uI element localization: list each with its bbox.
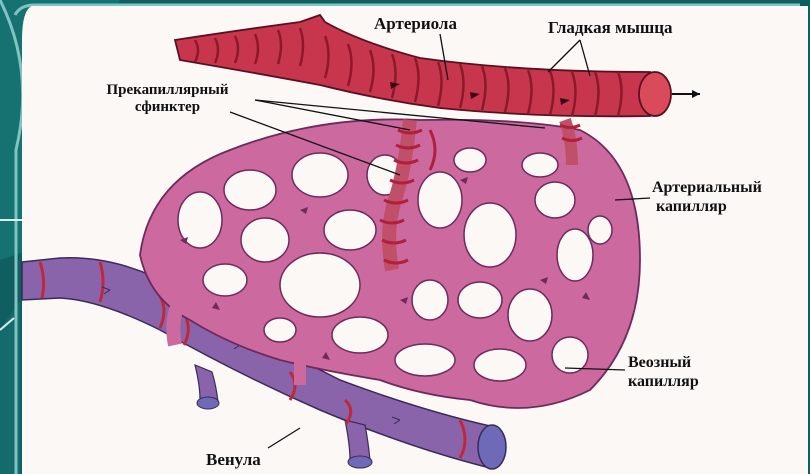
label-arteriole: Артериола	[374, 14, 457, 33]
label-precapillary-sphincter-line2: сфинктер	[70, 99, 265, 116]
label-venule-text: Венула	[206, 450, 261, 469]
label-precapillary-sphincter: Прекапиллярный сфинктер	[70, 82, 265, 116]
label-smooth-muscle: Гладкая мышца	[548, 18, 673, 37]
label-venous-capillary-line2: капилляр	[628, 372, 699, 391]
label-arterial-capillary-line1: Артериальный	[652, 178, 762, 197]
label-arteriole-text: Артериола	[374, 14, 457, 33]
label-venous-capillary-line1: Веозный	[628, 353, 699, 372]
label-arterial-capillary: Артериальный капилляр	[652, 178, 762, 216]
label-smooth-muscle-text: Гладкая мышца	[548, 18, 673, 37]
label-venule: Венула	[206, 450, 261, 469]
label-venous-capillary: Веозный капилляр	[628, 353, 699, 391]
label-precapillary-sphincter-line1: Прекапиллярный	[70, 82, 265, 99]
label-arterial-capillary-line2: капилляр	[652, 197, 762, 216]
